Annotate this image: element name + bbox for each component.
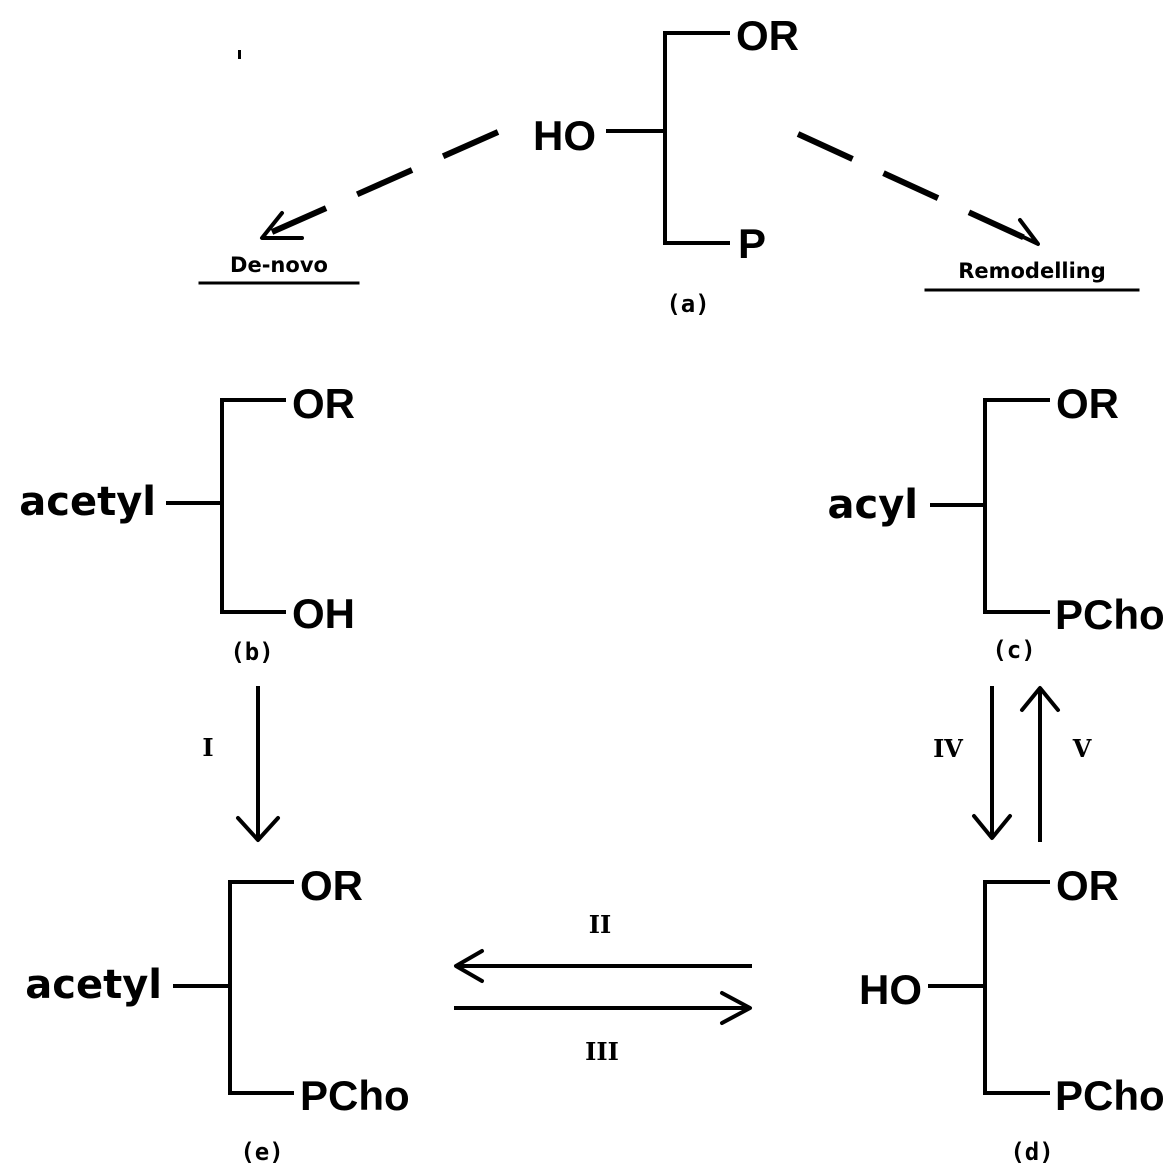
step-i-arrowhead [236, 816, 280, 842]
molecule-b-backbone [220, 398, 286, 614]
step-iv-label: IV [933, 734, 963, 763]
step-v-arrow [1020, 686, 1060, 842]
molecule-a-bottom-group: P [738, 220, 766, 267]
step-v-label: V [1072, 734, 1092, 763]
step-ii-label: II [589, 910, 611, 939]
step-i-label: I [202, 733, 213, 762]
molecule-e-backbone [228, 880, 294, 1095]
remodelling-arrowhead [998, 218, 1040, 246]
de-novo-dashed-line [270, 129, 500, 235]
step-ii-arrowhead [454, 949, 484, 983]
molecule-c-bottom-group: PCho [1055, 591, 1165, 638]
molecule-a: OR HO P (a) [533, 12, 799, 318]
step-v-arrowhead [1020, 686, 1060, 712]
molecule-c-backbone [983, 398, 1050, 614]
molecule-b: OR acetyl OH (b) [19, 380, 355, 666]
molecule-d: OR HO PCho (d) [859, 862, 1165, 1165]
pathway-de-novo: De-novo [230, 253, 328, 277]
molecule-d-top-group: OR [1056, 862, 1119, 909]
molecule-a-backbone [663, 31, 730, 245]
molecule-a-label: (a) [666, 290, 709, 318]
molecule-b-label: (b) [230, 638, 273, 666]
step-iii-label: III [585, 1037, 619, 1066]
molecule-a-top-group: OR [736, 12, 799, 59]
molecule-d-bottom-group: PCho [1055, 1072, 1165, 1119]
step-iii-arrow [454, 991, 752, 1025]
molecule-e-top-group: OR [300, 862, 363, 909]
step-i-arrow [236, 686, 280, 842]
molecule-a-middle-group: HO [533, 112, 596, 159]
stray-mark [238, 50, 241, 59]
molecule-c-label: (c) [992, 636, 1035, 664]
step-iv-arrow [972, 686, 1012, 840]
molecule-c-top-group: OR [1056, 380, 1119, 427]
de-novo-arrow [260, 129, 500, 240]
molecule-b-bottom-group: OH [292, 590, 355, 637]
remodelling-arrow [796, 131, 1040, 246]
molecule-d-backbone [983, 880, 1050, 1095]
pathway-remodelling: Remodelling [958, 259, 1106, 283]
molecule-d-label: (d) [1010, 1138, 1053, 1165]
molecule-e-middle-group: acetyl [25, 962, 162, 1008]
de-novo-arrowhead [260, 211, 304, 240]
molecule-b-middle-group: acetyl [19, 479, 156, 525]
molecule-e: OR acetyl PCho (e) [25, 862, 409, 1165]
step-iv-arrowhead [972, 814, 1012, 840]
molecule-c: OR acyl PCho (c) [828, 380, 1165, 664]
step-ii-arrow [454, 949, 752, 983]
molecule-c-middle-group: acyl [828, 482, 919, 528]
molecule-b-top-group: OR [292, 380, 355, 427]
step-iii-arrowhead [720, 991, 752, 1025]
molecule-e-bottom-group: PCho [300, 1072, 410, 1119]
molecule-d-middle-group: HO [859, 966, 922, 1013]
remodelling-dashed-line [796, 131, 1027, 241]
molecule-e-label: (e) [240, 1138, 283, 1165]
